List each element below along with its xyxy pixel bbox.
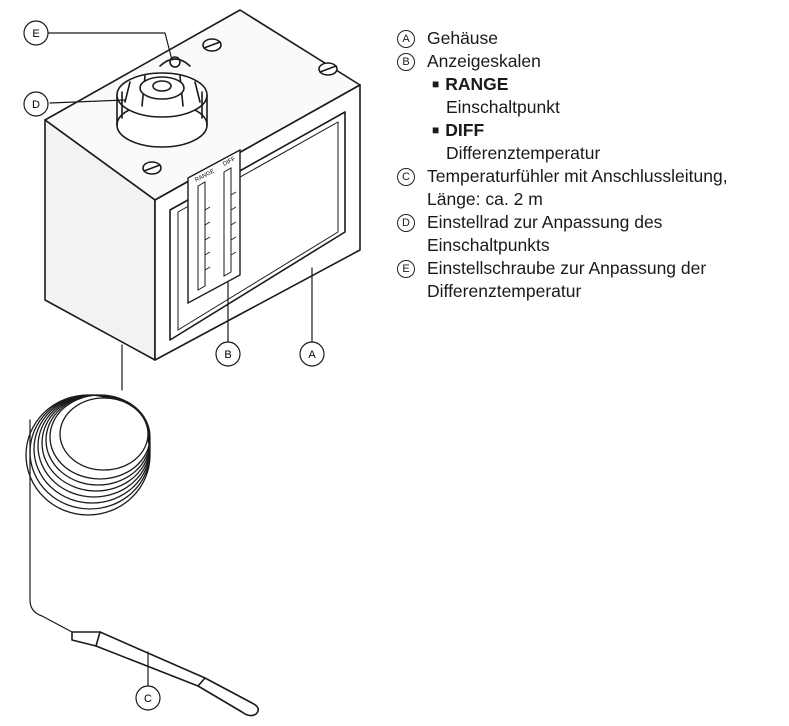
legend-sub-desc: Einschaltpunkt	[446, 97, 560, 117]
callout-leaders	[47, 32, 313, 687]
legend-item-b: B Anzeigeskalen	[395, 50, 785, 73]
screw-icons	[142, 38, 338, 175]
capillary-coil	[25, 394, 151, 516]
legend-text: Temperaturfühler mit Anschlussleitung, L…	[427, 166, 728, 209]
legend-subitem-range: ■ RANGE Einschaltpunkt	[395, 73, 785, 119]
legend-text: Gehäuse	[427, 28, 499, 48]
legend-badge: C	[397, 168, 415, 186]
legend-subitem-diff: ■ DIFF Differenztemperatur	[395, 119, 785, 165]
svg-text:D: D	[32, 99, 40, 111]
bullet-icon: ■	[432, 77, 440, 91]
legend-badge: E	[397, 260, 415, 278]
front-panel-recess	[169, 111, 346, 341]
adjusting-knob	[116, 56, 208, 148]
svg-text:A: A	[308, 349, 316, 361]
svg-text:B: B	[224, 349, 231, 361]
callout-c: C	[135, 685, 161, 711]
legend: A Gehäuse B Anzeigeskalen ■ RANGE Einscha…	[395, 27, 785, 303]
bullet-icon: ■	[432, 123, 440, 137]
legend-sub-desc: Differenztemperatur	[446, 143, 601, 163]
svg-text:C: C	[144, 693, 152, 705]
legend-badge: A	[397, 30, 415, 48]
callout-d: D	[23, 91, 49, 117]
svg-text:E: E	[32, 28, 39, 40]
legend-text: Einstellrad zur Anpassung des Einschaltp…	[427, 212, 663, 255]
legend-badge: B	[397, 53, 415, 71]
legend-item-d: D Einstellrad zur Anpassung des Einschal…	[395, 211, 785, 257]
legend-item-c: C Temperaturfühler mit Anschlussleitung,…	[395, 165, 785, 211]
display-scales: RANGE DIFF	[187, 148, 241, 305]
callout-e: E	[23, 20, 49, 46]
legend-sub-title: RANGE	[445, 74, 509, 94]
legend-item-e: E Einstellschraube zur Anpassung der Dif…	[395, 257, 785, 303]
legend-badge: D	[397, 214, 415, 232]
callout-markers: E D B A C	[23, 20, 325, 711]
legend-sub-title: DIFF	[445, 120, 485, 140]
scale-label-diff: DIFF	[222, 156, 237, 168]
callout-b: B	[215, 341, 241, 367]
temperature-sensor	[71, 631, 260, 717]
legend-text: Einstellschraube zur Anpassung der Diffe…	[427, 258, 707, 301]
legend-item-a: A Gehäuse	[395, 27, 785, 50]
legend-text: Anzeigeskalen	[427, 51, 541, 71]
callout-a: A	[299, 341, 325, 367]
